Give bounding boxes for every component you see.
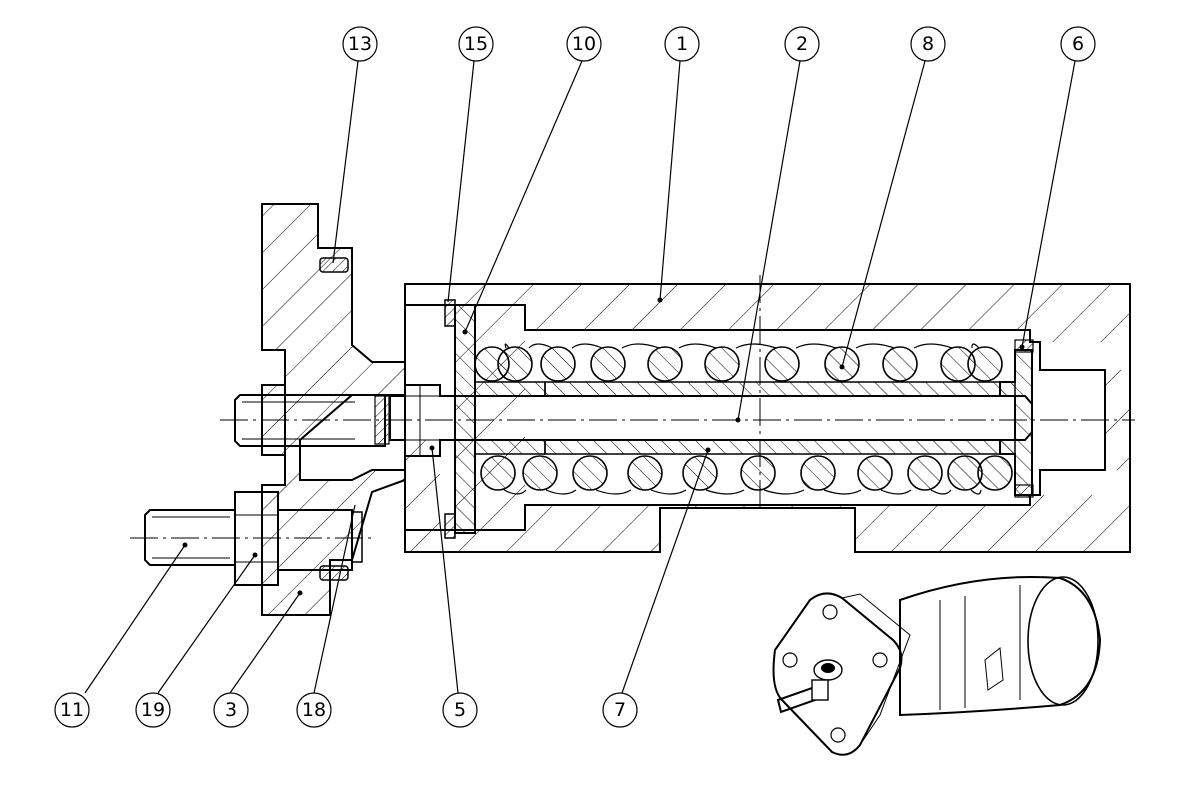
spring-coils: [474, 343, 1013, 495]
callout-label: 8: [922, 33, 934, 55]
snap-ring-lower: [444, 513, 456, 539]
threaded-stud: [234, 394, 390, 447]
spring-wire-line: [571, 343, 603, 349]
spring-coil-section: [497, 346, 533, 382]
spring-coil-section: [704, 346, 740, 382]
spring-coil-section: [627, 455, 663, 491]
center-lines: [130, 275, 1135, 539]
spring-wire-line: [705, 489, 745, 495]
callout-label: 11: [60, 699, 84, 721]
rod: [455, 395, 1033, 441]
spring-wire-line: [545, 489, 577, 495]
isometric-view: [772, 575, 1102, 756]
spring-wire-line: [735, 343, 777, 349]
spring-coil-section: [590, 346, 626, 382]
callout-label: 19: [141, 699, 165, 721]
callout-label: 5: [454, 699, 466, 721]
callout-label: 1: [676, 33, 688, 55]
callout-18: 18: [296, 692, 332, 728]
callout-2: 2: [784, 26, 820, 62]
spring-wire-line: [595, 489, 632, 495]
spring-wire-line: [763, 489, 805, 495]
callout-label: 18: [302, 699, 326, 721]
spring-coil-section: [977, 455, 1013, 491]
spring-wire-line: [678, 343, 717, 349]
spring-wire-line: [621, 343, 660, 349]
spring-coil-section: [480, 455, 516, 491]
spring-wire-line: [650, 489, 687, 495]
spring-wire-line: [795, 343, 837, 349]
seal-bottom: [319, 565, 349, 581]
callout-13: 13: [342, 26, 378, 62]
spring-coil-section: [947, 455, 983, 491]
end-cap-section: [999, 339, 1034, 498]
callout-label: 3: [225, 699, 237, 721]
spring-coil-section: [857, 455, 893, 491]
spring-wire-line: [823, 489, 862, 495]
callout-3: 3: [213, 692, 249, 728]
spring-coil-section: [824, 346, 860, 382]
callout-1: 1: [664, 26, 700, 62]
callout-19: 19: [135, 692, 171, 728]
inner-sleeve-section: [544, 381, 1016, 455]
leader-lines: [84, 60, 1076, 694]
callout-11: 11: [54, 692, 90, 728]
callout-8: 8: [910, 26, 946, 62]
callout-5: 5: [442, 692, 478, 728]
callout-15: 15: [458, 26, 494, 62]
spring-coil-section: [647, 346, 683, 382]
snap-ring: [444, 299, 456, 327]
flange-section: [261, 203, 406, 616]
spring-coil-section: [740, 455, 776, 491]
seal-top: [319, 257, 349, 273]
nut-bushing: [389, 384, 456, 457]
spring-wire-line: [855, 343, 895, 349]
callout-6: 6: [1060, 26, 1096, 62]
spring-coil-section: [764, 346, 800, 382]
spring-wire-line: [970, 489, 982, 495]
callout-label: 10: [572, 33, 596, 55]
spring-coil-section: [800, 455, 836, 491]
spring-coil-section: [540, 346, 576, 382]
spring-wire-line: [913, 343, 953, 349]
spring-coil-section: [522, 455, 558, 491]
spring-wire-line: [930, 489, 952, 495]
callout-label: 7: [614, 699, 626, 721]
callout-7: 7: [602, 692, 638, 728]
bleed-bolt: [144, 491, 363, 586]
callout-label: 13: [348, 33, 372, 55]
spring-coil-section: [572, 455, 608, 491]
spring-wire-line: [504, 343, 510, 349]
callout-label: 15: [464, 33, 488, 55]
spring-wire-line: [880, 489, 912, 495]
callout-10: 10: [566, 26, 602, 62]
spring-wire-line: [528, 343, 553, 349]
spring-wire-line: [971, 343, 980, 349]
callout-label: 2: [796, 33, 808, 55]
callout-label: 6: [1072, 33, 1084, 55]
spring-coil-section: [967, 346, 1003, 382]
spring-wire-line: [503, 489, 527, 495]
spring-coil-section: [882, 346, 918, 382]
housing-section: [404, 283, 1131, 553]
spring-coil-section: [907, 455, 943, 491]
